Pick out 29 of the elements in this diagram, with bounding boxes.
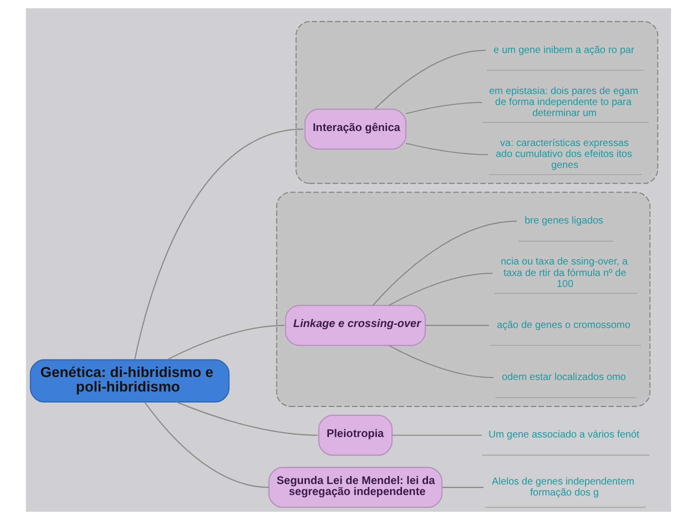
connector [388, 272, 492, 306]
connector [405, 102, 482, 114]
node-text: em epistasia: dois pares de egam de forma independente to para determinar um [488, 86, 638, 120]
connector [374, 50, 486, 110]
connector [166, 324, 284, 360]
connector [134, 128, 303, 360]
node-text: ncia ou taxa de ssing-over, a taxa de rtir da fórmula nº de 100 [500, 256, 628, 290]
node-box: Pleiotropia [318, 414, 392, 456]
node-text: bre genes ligados [524, 216, 603, 227]
connector [424, 324, 489, 326]
connector [442, 486, 484, 488]
node-text: Alelos de genes independentem formação dos g [491, 476, 634, 498]
connector [144, 402, 268, 488]
node-text: e um gene inibem a ação ro par [493, 44, 634, 56]
node-box: Segunda Lei de Mendel: lei da segregação independente [268, 466, 442, 508]
node-text: ação de genes o cromossomo [496, 320, 630, 331]
node-text: Um gene associado a vários fenót [488, 430, 639, 441]
cluster [276, 192, 650, 407]
cluster [295, 20, 658, 184]
connector [405, 142, 488, 156]
node-text: odem estar localizados omo [501, 372, 626, 384]
connector [392, 434, 482, 436]
connector [176, 402, 318, 436]
node-text: va: características expressas ado cumulativo dos efeitos itos genes [495, 138, 632, 172]
connector [372, 220, 516, 306]
connector [388, 344, 494, 378]
node-box: Genética: di-hibridismo e poli-hibridismo [29, 359, 230, 403]
node-box: Interação gênica [304, 108, 406, 150]
node-box: Linkage e crossing-over [284, 304, 426, 346]
